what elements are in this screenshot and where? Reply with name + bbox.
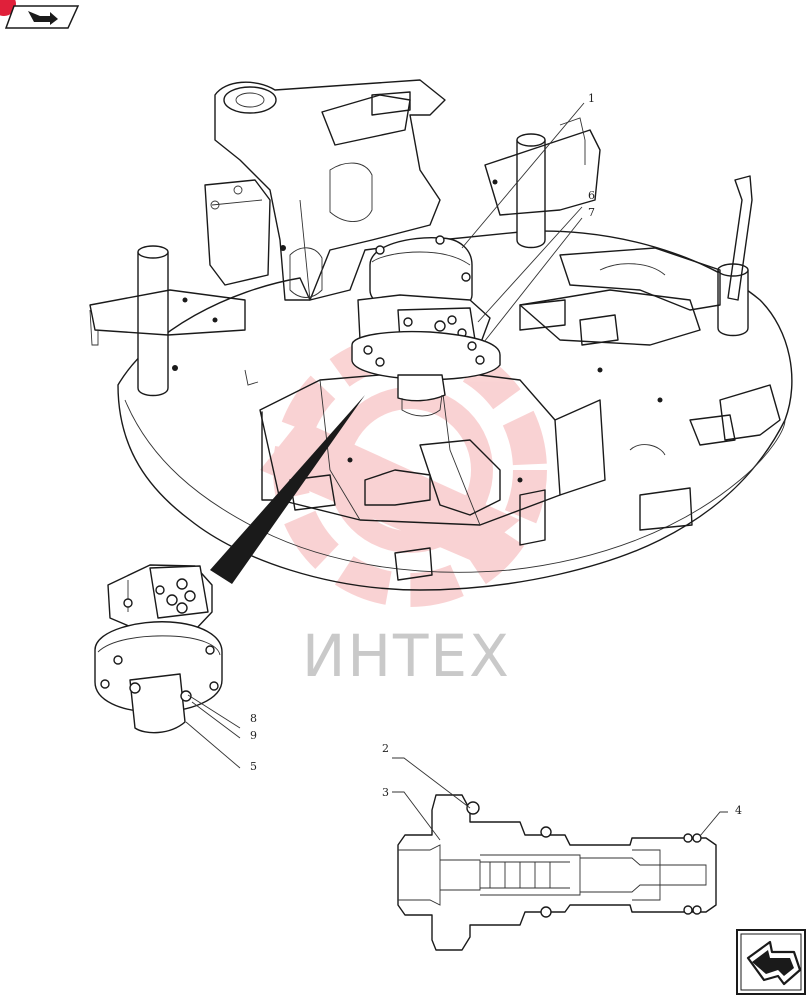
swivel-joint-section	[397, 794, 717, 951]
callout-4: 4	[735, 804, 742, 817]
turntable-frame	[89, 79, 793, 591]
arrow-right-icon	[28, 11, 58, 25]
right-post-top	[516, 133, 546, 249]
callout-8: 8	[250, 712, 257, 725]
frame-bolts	[172, 179, 663, 483]
previous-page-button[interactable]	[0, 0, 80, 29]
callout-7: 7	[588, 206, 595, 219]
callout-3: 3	[382, 786, 389, 799]
callout-leaders	[185, 102, 728, 841]
callout-5: 5	[250, 760, 257, 773]
detail-pointer-wedge	[210, 395, 365, 584]
swing-motor-detail	[94, 564, 223, 734]
arrow-right-icon	[746, 940, 802, 986]
callout-9: 9	[250, 729, 257, 742]
swing-motor-mounted	[351, 235, 501, 417]
callout-1: 1	[588, 92, 595, 105]
callout-labels: 1 6 7 8 9 5 2 3 4	[250, 92, 742, 817]
callout-2: 2	[382, 742, 389, 755]
next-page-button[interactable]	[736, 929, 806, 995]
watermark-text: ИНТЕХ	[302, 622, 511, 690]
right-post	[717, 263, 749, 337]
callout-6: 6	[588, 189, 595, 202]
left-post	[137, 245, 169, 397]
